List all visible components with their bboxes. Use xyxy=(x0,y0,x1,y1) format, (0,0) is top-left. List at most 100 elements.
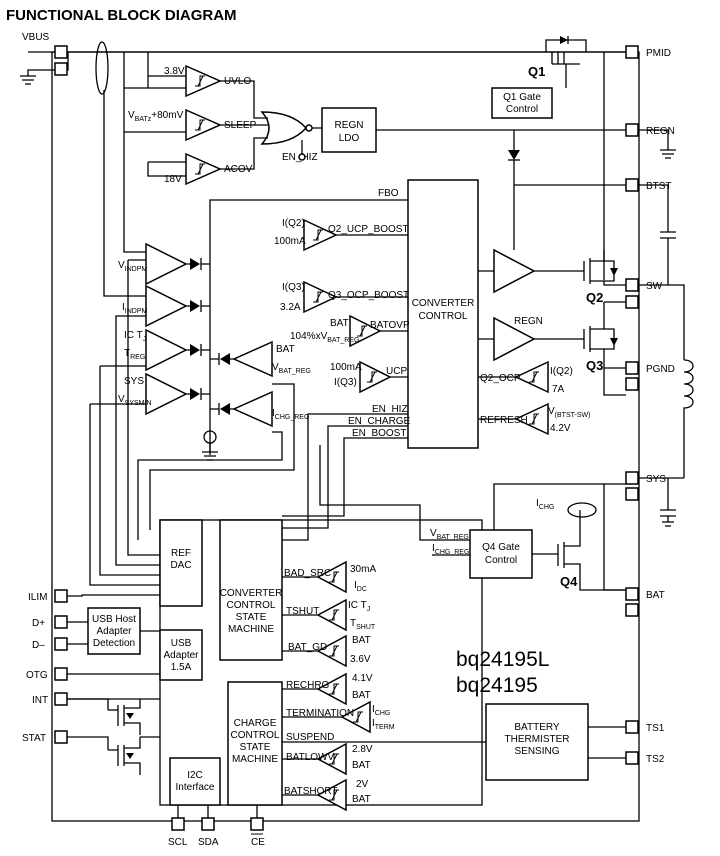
q2-ucp-label: Q2_UCP_BOOST xyxy=(328,224,409,235)
fbo-label: FBO xyxy=(378,188,399,199)
converter-control-line2: CONTROL xyxy=(419,311,468,322)
usb-adapter-line3: 1.5A xyxy=(171,662,192,673)
q4-gate-line2: Control xyxy=(485,555,517,566)
diagram-title: FUNCTIONAL BLOCK DIAGRAM xyxy=(6,7,237,24)
converter-state-machine-block: CONVERTER CONTROL STATE MACHINE xyxy=(219,519,283,661)
a32-label: 3.2A xyxy=(280,302,301,313)
usb-host-line2: Adapter xyxy=(96,626,132,637)
pin-pmid: PMID xyxy=(625,45,671,59)
pin-sda-label: SDA xyxy=(198,837,219,848)
v36-label: 3.6V xyxy=(350,654,371,665)
usb-adapter-block: USB Adapter 1.5A xyxy=(159,629,203,681)
usb-host-line1: USB Host xyxy=(92,614,136,625)
ma30-label: 30mA xyxy=(350,564,376,575)
conv-sm-line3: STATE xyxy=(236,612,267,623)
batlowv-comparator: BATLOWV 2.8V BAT xyxy=(282,742,373,776)
iq3-label: I(Q3) xyxy=(282,282,305,293)
pin-bat: BAT xyxy=(625,587,665,617)
ict-label: IC TJ xyxy=(124,330,146,343)
q2-ocp-comparator: Q2_OCP I(Q2) 7A xyxy=(478,360,573,395)
bat4-label: BAT xyxy=(352,794,371,805)
pin-ts1-label: TS1 xyxy=(646,723,665,734)
pin-stat: STAT xyxy=(22,730,68,744)
tshut-comparator: TSHUT IC TJ TSHUT xyxy=(282,598,376,632)
q4-transistor: Q4 xyxy=(532,510,626,591)
regn-ldo-line2: LDO xyxy=(339,133,360,144)
part-number: bq24195 xyxy=(456,674,538,697)
refresh-comparator: REFRESH V(BTST-SW) 4.2V xyxy=(478,402,590,436)
q1-gate-line2: Control xyxy=(506,104,538,115)
iindpm-label: IINDPM xyxy=(122,302,148,315)
vbatreg-label: VBAT_REG xyxy=(272,362,311,375)
pin-btst-label: BTST xyxy=(646,181,672,192)
iterm-label: ITERM xyxy=(372,718,395,731)
battery-thermister-block: BATTERY THERMISTER SENSING xyxy=(485,703,626,781)
charge-sm-line1: CHARGE xyxy=(234,718,277,729)
stat-open-drain xyxy=(67,736,160,775)
nor-gate: EN_HIZ xyxy=(220,80,322,170)
ichg-reg-amp: ICHG_REG xyxy=(210,390,309,428)
vbatz-label: VBATz+80mV xyxy=(128,110,184,123)
pin-pgnd-label: PGND xyxy=(646,364,675,375)
ichg-sense xyxy=(567,502,597,518)
int-open-drain xyxy=(67,698,141,735)
termination-label: TERMINATION xyxy=(286,708,354,719)
q1-transistor: Q1 xyxy=(528,36,587,88)
q4-label: Q4 xyxy=(560,574,578,589)
charge-sm-line2: CONTROL xyxy=(231,730,280,741)
refresh-label: REFRESH xyxy=(480,415,528,426)
ucp-label: UCP xyxy=(386,366,407,377)
pin-dplus-label: D+ xyxy=(32,618,45,629)
pin-dminus-label: D– xyxy=(32,640,45,651)
iq2b-label: I(Q2) xyxy=(550,366,573,377)
q2-gate-driver xyxy=(478,248,584,294)
vbtst-label: V(BTST-SW) xyxy=(548,406,590,419)
batovp-comparator: BAT 104%xVBAT_REG BATOVP xyxy=(290,314,410,348)
pin-sys: SYS xyxy=(625,471,684,527)
thermister-line1: BATTERY xyxy=(514,722,560,733)
bat-amp-label: BAT xyxy=(276,344,295,355)
pin-otg-label: OTG xyxy=(26,670,48,681)
thermister-line2: THERMISTER xyxy=(505,734,570,745)
usb-adapter-line2: Adapter xyxy=(163,650,199,661)
v42-label: 4.2V xyxy=(550,423,571,434)
regn-gate-label: REGN xyxy=(514,316,543,327)
en-boost-label: EN_BOOST xyxy=(352,428,406,439)
pin-vbus: VBUS xyxy=(22,32,68,76)
part-number-l: bq24195L xyxy=(456,648,549,671)
pin-sys-label: SYS xyxy=(646,474,666,485)
batlowv-label: BATLOWV xyxy=(286,752,334,763)
icjt-treg-amp: IC TJ TREG xyxy=(124,328,210,372)
ma100-label: 100mA xyxy=(274,236,306,247)
termination-comparator: TERMINATION ICHG ITERM xyxy=(282,700,395,734)
usb-host-detection-block: USB Host Adapter Detection xyxy=(67,607,160,655)
pin-stat-label: STAT xyxy=(22,733,46,744)
q3-gate-driver: REGN xyxy=(478,316,584,362)
pin-int-label: INT xyxy=(32,695,48,706)
charge-sm-line4: MACHINE xyxy=(232,754,278,765)
ref-dac-block: REF DAC xyxy=(159,519,203,607)
en-charge-label: EN_CHARGE xyxy=(348,416,411,427)
pin-scl: SCL xyxy=(168,817,188,848)
suspend-label: SUSPEND xyxy=(286,732,334,743)
q4-gate-line1: Q4 Gate xyxy=(482,542,520,553)
pin-sw-label: SW xyxy=(646,281,663,292)
ma100b-label: 100mA xyxy=(330,362,362,373)
pct104-label: 104%xVBAT_REG xyxy=(290,331,359,344)
pin-regn: REGN xyxy=(625,123,676,159)
converter-control-block: CONVERTER CONTROL xyxy=(407,179,479,449)
usb-host-line3: Detection xyxy=(93,638,135,649)
vindpm-label: VINDPM xyxy=(118,260,147,273)
q2-ucp-comparator: I(Q2) 100mA Q2_UCP_BOOST xyxy=(274,218,409,252)
batovp-in-label: BAT xyxy=(330,318,349,329)
regn-ldo-block: REGN LDO xyxy=(321,107,626,153)
iq3b-label: I(Q3) xyxy=(334,377,357,388)
q3-ocp-comparator: I(Q3) 3.2A Q3_OCP_BOOST xyxy=(280,280,409,314)
thermister-line3: SENSING xyxy=(514,746,559,757)
q1-gate-control-block: Q1 Gate Control xyxy=(491,87,553,119)
batshort-label: BATSHORT xyxy=(284,786,338,797)
batovp-label: BATOVP xyxy=(370,320,410,331)
pin-ce: CE xyxy=(250,817,265,848)
conv-sm-line2: CONTROL xyxy=(227,600,276,611)
